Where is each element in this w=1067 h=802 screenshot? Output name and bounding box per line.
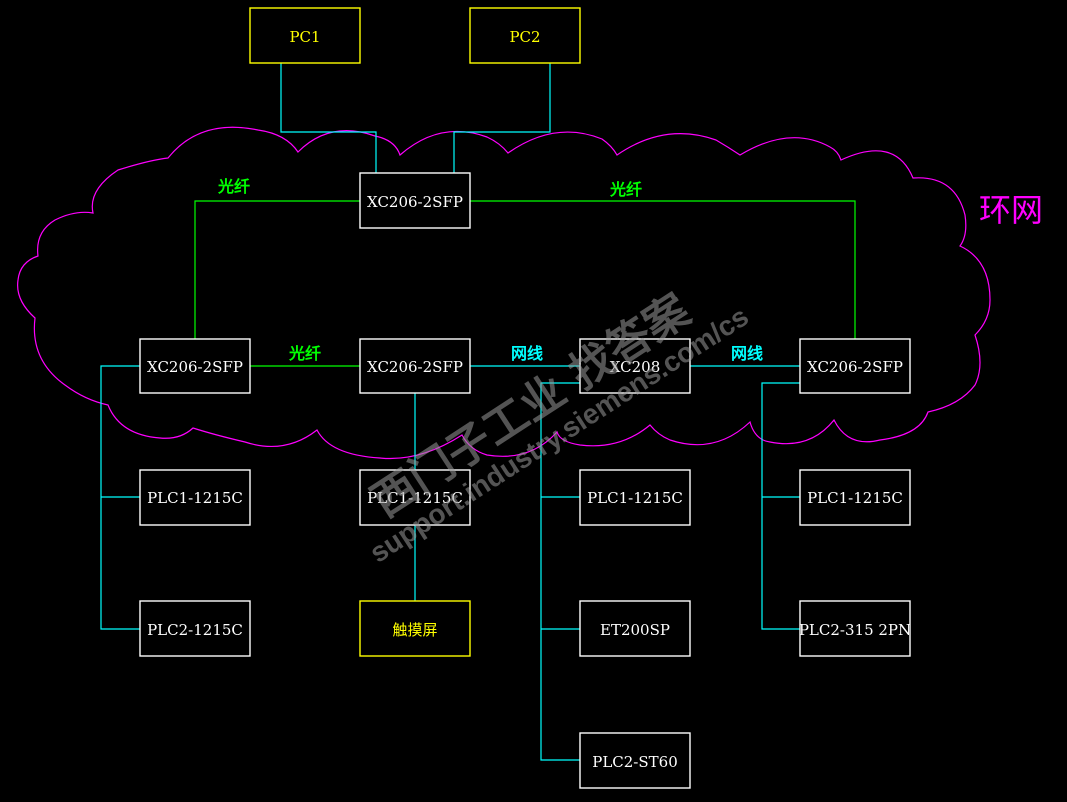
ring-network-label: 环网 — [979, 191, 1043, 229]
node-plc-d2-label: PLC2-315 2PN — [799, 621, 911, 639]
node-pc2-label: PC2 — [509, 28, 540, 46]
node-plc-c2[interactable]: PLC2-ST60 — [579, 732, 691, 789]
watermark: 西门子工业 找答案 support.industry.siemens.com/c… — [363, 284, 754, 568]
node-plc-d2[interactable]: PLC2-315 2PN — [799, 600, 911, 657]
node-plc-c1[interactable]: PLC1-1215C — [579, 469, 691, 526]
node-io-et200sp[interactable]: ET200SP — [579, 600, 691, 657]
ethernet-label-mid-right: 网线 — [731, 344, 763, 363]
node-plc-d1[interactable]: PLC1-1215C — [799, 469, 911, 526]
node-plc-a2-label: PLC2-1215C — [147, 621, 243, 639]
device-boxes: PC1 PC2 XC206-2SFP XC206-2SFP XC206-2SFP… — [139, 7, 911, 789]
ethernet-label-mid-left: 网线 — [511, 344, 543, 363]
link-fiber-top-right — [470, 200, 856, 339]
node-plc-a1-label: PLC1-1215C — [147, 489, 243, 507]
link-fiber-top-left — [194, 200, 360, 339]
node-pc1-label: PC1 — [289, 28, 320, 46]
node-plc-b1-label: PLC1-1215C — [367, 489, 463, 507]
node-switch-center[interactable]: XC206-2SFP — [359, 338, 471, 394]
node-plc-a1[interactable]: PLC1-1215C — [139, 469, 251, 526]
node-hmi-touchscreen[interactable]: 触摸屏 — [359, 600, 471, 657]
node-switch-right-label: XC206-2SFP — [807, 358, 903, 376]
link-pc2-switch — [453, 63, 551, 173]
node-switch-xc208-label: XC208 — [610, 358, 661, 376]
node-switch-center-label: XC206-2SFP — [367, 358, 463, 376]
node-switch-top-label: XC206-2SFP — [367, 193, 463, 211]
node-io-et200sp-label: ET200SP — [600, 621, 670, 639]
fiber-links — [194, 200, 856, 367]
link-pc1-switch — [280, 63, 377, 173]
node-switch-left-label: XC206-2SFP — [147, 358, 243, 376]
fiber-label-mid: 光纤 — [288, 344, 321, 363]
link-xc208-branch — [540, 382, 580, 761]
node-plc-b1[interactable]: PLC1-1215C — [359, 469, 471, 526]
fiber-label-top-right: 光纤 — [609, 180, 642, 199]
node-hmi-label: 触摸屏 — [392, 621, 437, 639]
node-switch-left[interactable]: XC206-2SFP — [139, 338, 251, 394]
node-switch-xc208[interactable]: XC208 — [579, 338, 691, 394]
link-right-branch — [761, 382, 800, 630]
node-plc-d1-label: PLC1-1215C — [807, 489, 903, 507]
ring-cloud-outline — [17, 126, 991, 460]
fiber-label-top-left: 光纤 — [217, 177, 250, 196]
node-plc-a2[interactable]: PLC2-1215C — [139, 600, 251, 657]
node-pc1[interactable]: PC1 — [249, 7, 361, 64]
node-switch-top[interactable]: XC206-2SFP — [359, 172, 471, 229]
ethernet-links — [100, 63, 800, 761]
node-plc-c2-label: PLC2-ST60 — [592, 753, 678, 771]
node-plc-c1-label: PLC1-1215C — [587, 489, 683, 507]
node-pc2[interactable]: PC2 — [469, 7, 581, 64]
node-switch-right[interactable]: XC206-2SFP — [799, 338, 911, 394]
